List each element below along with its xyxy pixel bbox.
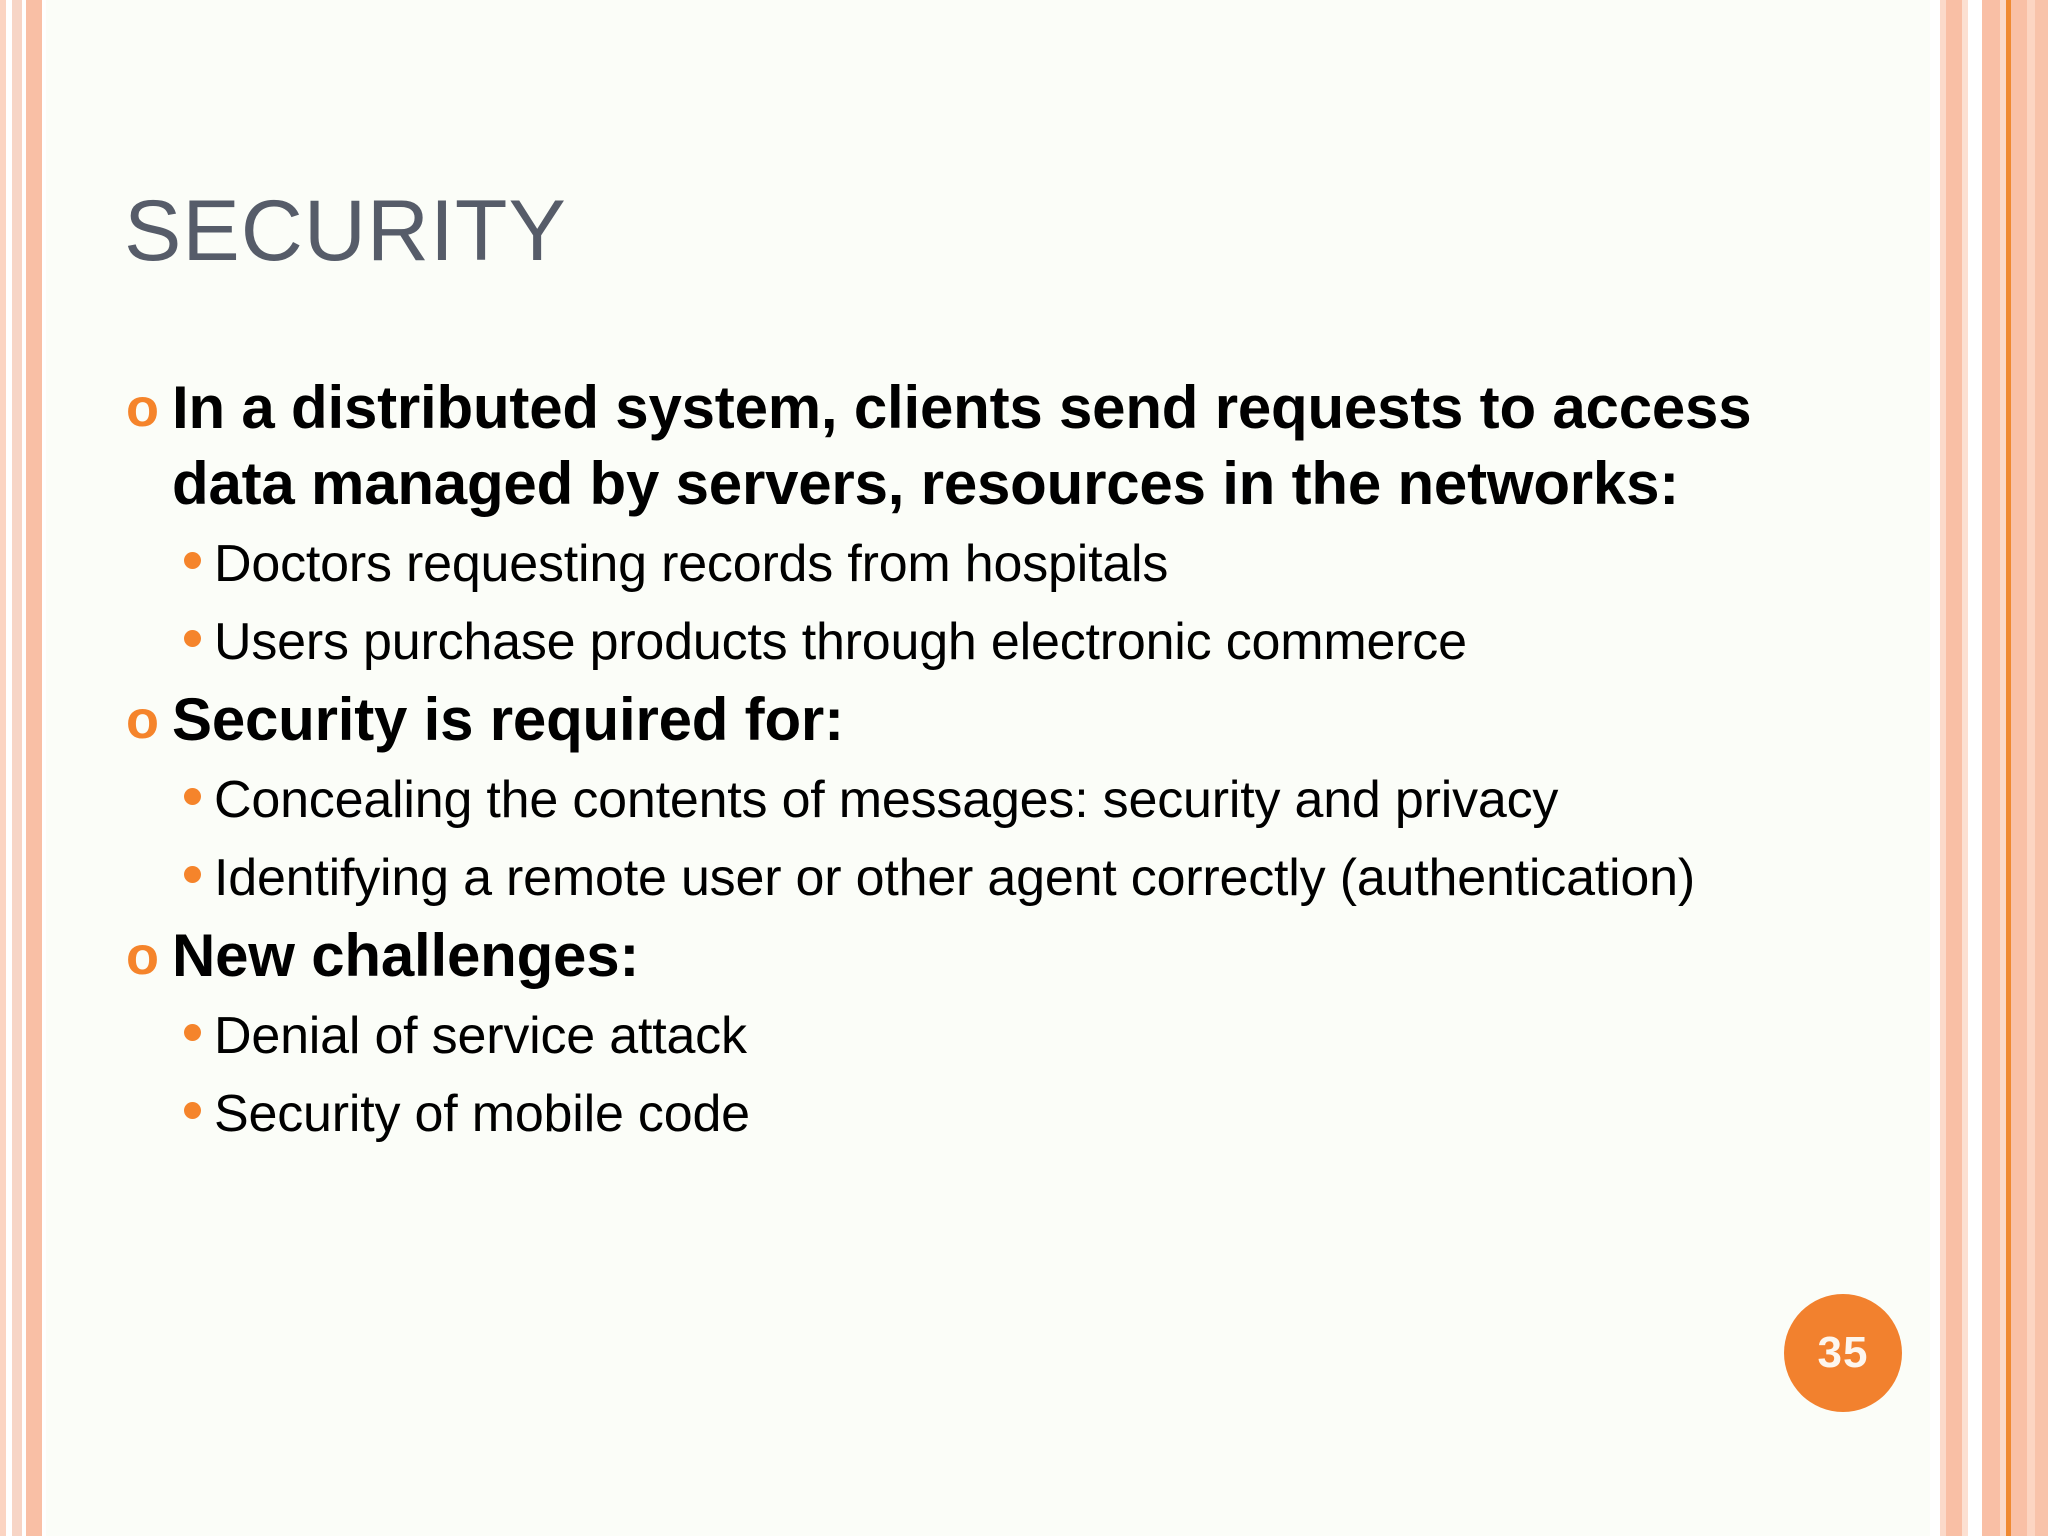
filled-dot-bullet-icon: [118, 840, 214, 916]
filled-dot-bullet-icon: [118, 604, 214, 680]
level2-bullet: Users purchase products through electron…: [118, 604, 1798, 680]
stripe: [1946, 0, 1962, 1536]
level2-bullet-text: Denial of service attack: [214, 1007, 747, 1065]
bullet-group: o New challenges: Denial of service atta…: [118, 918, 1798, 1152]
page-number-badge: 35: [1784, 1294, 1902, 1412]
stripe: [0, 0, 6, 1536]
level1-bullet-text: New challenges:: [172, 922, 640, 989]
stripe: [6, 0, 12, 1536]
stripe: [1982, 0, 2000, 1536]
level1-bullet: o New challenges:: [118, 918, 1798, 994]
hollow-circle-bullet-icon: o: [126, 690, 159, 750]
level2-bullet-text: Security of mobile code: [214, 1085, 750, 1143]
slide-body: o In a distributed system, clients send …: [118, 370, 1798, 1154]
hollow-circle-bullet-icon: o: [126, 378, 159, 438]
stripe: [12, 0, 22, 1536]
filled-dot-bullet-icon: [118, 1076, 214, 1152]
hollow-circle-bullet-icon: o: [126, 926, 159, 986]
stripe: [2006, 0, 2011, 1536]
level2-bullet: Doctors requesting records from hospital…: [118, 526, 1798, 602]
stripe: [1968, 0, 1982, 1536]
level2-bullet-text: Doctors requesting records from hospital…: [214, 535, 1169, 593]
level1-bullet: o In a distributed system, clients send …: [118, 370, 1798, 522]
stripe: [2000, 0, 2006, 1536]
level2-list: Concealing the contents of messages: sec…: [118, 762, 1798, 916]
filled-dot-bullet-icon: [118, 998, 214, 1074]
level2-bullet: Denial of service attack: [118, 998, 1798, 1074]
level2-bullet-text: Identifying a remote user or other agent…: [214, 849, 1695, 907]
filled-dot-bullet-icon: [118, 526, 214, 602]
stripe: [22, 0, 26, 1536]
stripe: [1930, 0, 1940, 1536]
filled-dot-bullet-icon: [118, 762, 214, 838]
level2-list: Denial of service attack Security of mob…: [118, 998, 1798, 1152]
stripe: [2027, 0, 2035, 1536]
level1-bullet-text: Security is required for:: [172, 686, 844, 753]
level2-list: Doctors requesting records from hospital…: [118, 526, 1798, 680]
stripe: [1962, 0, 1968, 1536]
level1-bullet: o Security is required for:: [118, 682, 1798, 758]
stripe: [2035, 0, 2048, 1536]
left-edge-stripes: [0, 0, 46, 1536]
stripe: [42, 0, 46, 1536]
level2-bullet-text: Users purchase products through electron…: [214, 613, 1467, 671]
right-edge-stripes: [1930, 0, 2048, 1536]
stripe: [1940, 0, 1946, 1536]
level2-bullet-text: Concealing the contents of messages: sec…: [214, 771, 1559, 829]
slide-title: SECURITY: [124, 183, 567, 279]
bullet-group: o Security is required for: Concealing t…: [118, 682, 1798, 916]
stripe: [26, 0, 42, 1536]
stripe: [2011, 0, 2027, 1536]
level1-bullet-text: In a distributed system, clients send re…: [172, 374, 1752, 517]
level2-bullet: Security of mobile code: [118, 1076, 1798, 1152]
level2-bullet: Identifying a remote user or other agent…: [118, 840, 1798, 916]
level2-bullet: Concealing the contents of messages: sec…: [118, 762, 1798, 838]
bullet-group: o In a distributed system, clients send …: [118, 370, 1798, 680]
